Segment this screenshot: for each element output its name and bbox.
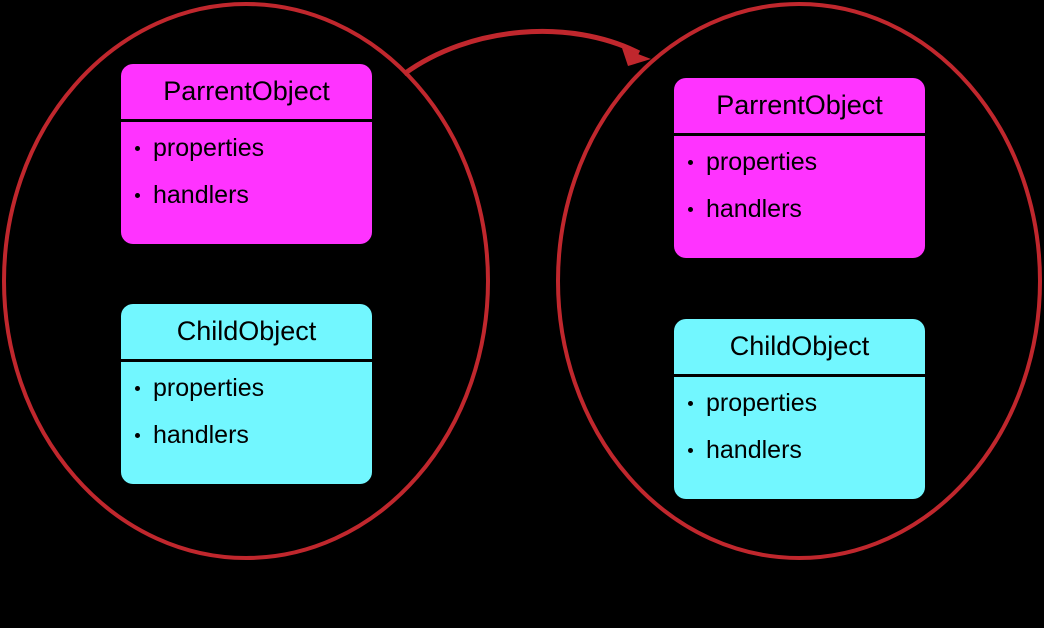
list-item: properties xyxy=(135,376,372,401)
bullet-icon xyxy=(135,433,140,438)
bullet-icon xyxy=(688,207,693,212)
right-parent-object-title: ParrentObject xyxy=(674,78,925,136)
list-item: handlers xyxy=(688,438,925,463)
transition-arrow-line xyxy=(402,28,641,77)
list-item: handlers xyxy=(135,183,372,208)
right-parent-object-box[interactable]: ParrentObject properties handlers xyxy=(674,78,925,258)
list-item: properties xyxy=(688,150,925,175)
transition-arrow-head xyxy=(622,48,651,66)
right-child-object-box[interactable]: ChildObject properties handlers xyxy=(674,319,925,499)
left-parent-object-members: properties handlers xyxy=(121,122,372,244)
left-parent-object-box[interactable]: ParrentObject properties handlers xyxy=(121,64,372,244)
bullet-icon xyxy=(688,401,693,406)
member-label: handlers xyxy=(153,181,249,209)
list-item: handlers xyxy=(135,423,372,448)
member-label: properties xyxy=(706,389,818,417)
list-item: properties xyxy=(135,136,372,161)
member-label: properties xyxy=(153,134,265,162)
left-child-object-title: ChildObject xyxy=(121,304,372,362)
left-group-ellipse xyxy=(2,2,490,560)
bullet-icon xyxy=(135,386,140,391)
list-item: handlers xyxy=(688,197,925,222)
bullet-icon xyxy=(135,146,140,151)
right-child-object-members: properties handlers xyxy=(674,377,925,499)
bullet-icon xyxy=(135,193,140,198)
right-child-object-title: ChildObject xyxy=(674,319,925,377)
bullet-icon xyxy=(688,160,693,165)
member-label: properties xyxy=(706,148,818,176)
list-item: properties xyxy=(688,391,925,416)
left-child-object-box[interactable]: ChildObject properties handlers xyxy=(121,304,372,484)
right-group-ellipse xyxy=(556,2,1042,560)
bullet-icon xyxy=(688,448,693,453)
right-parent-object-members: properties handlers xyxy=(674,136,925,258)
left-parent-object-title: ParrentObject xyxy=(121,64,372,122)
member-label: handlers xyxy=(153,421,249,449)
left-child-object-members: properties handlers xyxy=(121,362,372,484)
member-label: handlers xyxy=(706,195,802,223)
member-label: handlers xyxy=(706,436,802,464)
member-label: properties xyxy=(153,374,265,402)
